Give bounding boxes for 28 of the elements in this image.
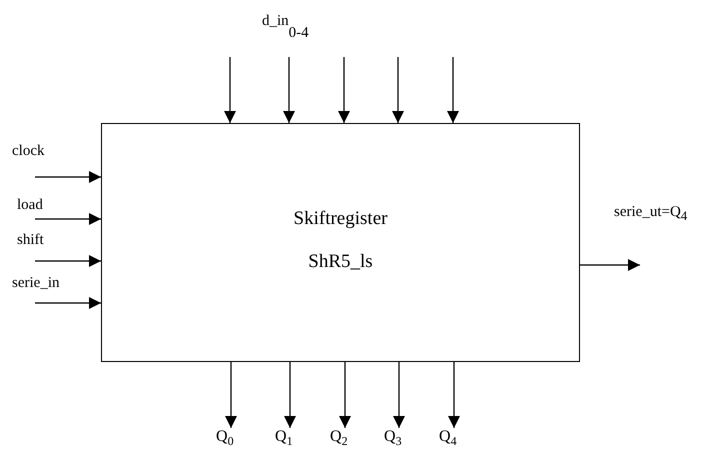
signal-label: shift — [17, 233, 44, 248]
output-label: Q$_{1}$ — [275, 428, 305, 454]
output-label: Q$_{3}$ — [384, 428, 414, 454]
signal-arrow — [338, 57, 350, 123]
signal-arrow — [448, 362, 460, 428]
signal-arrow — [339, 362, 351, 428]
output-label: Q$_{4}$ — [439, 428, 469, 454]
signal-arrow — [580, 259, 640, 271]
signal-arrow — [392, 57, 404, 123]
signal-arrow — [224, 57, 236, 123]
signal-label: load — [17, 198, 43, 213]
signal-label: serie_in — [12, 276, 60, 291]
signal-arrow — [284, 362, 296, 428]
signal-arrow — [35, 255, 101, 267]
register-block — [101, 123, 580, 362]
signal-arrow — [393, 362, 405, 428]
signal-arrow — [35, 171, 101, 183]
block-name: ShR5_ls — [307, 251, 374, 273]
signal-arrow — [447, 57, 459, 123]
output-label: Q$_{0}$ — [216, 428, 246, 454]
signal-arrow — [35, 297, 101, 309]
output-label: Q$_{2}$ — [330, 428, 360, 454]
block-title: Skiftregister — [292, 208, 388, 230]
signal-arrow — [225, 362, 237, 428]
signal-arrow — [283, 57, 295, 123]
signal-label: clock — [12, 144, 44, 159]
output-label: serie_ut=Q$_{4}$ — [614, 205, 688, 222]
signal-arrow — [35, 213, 101, 225]
